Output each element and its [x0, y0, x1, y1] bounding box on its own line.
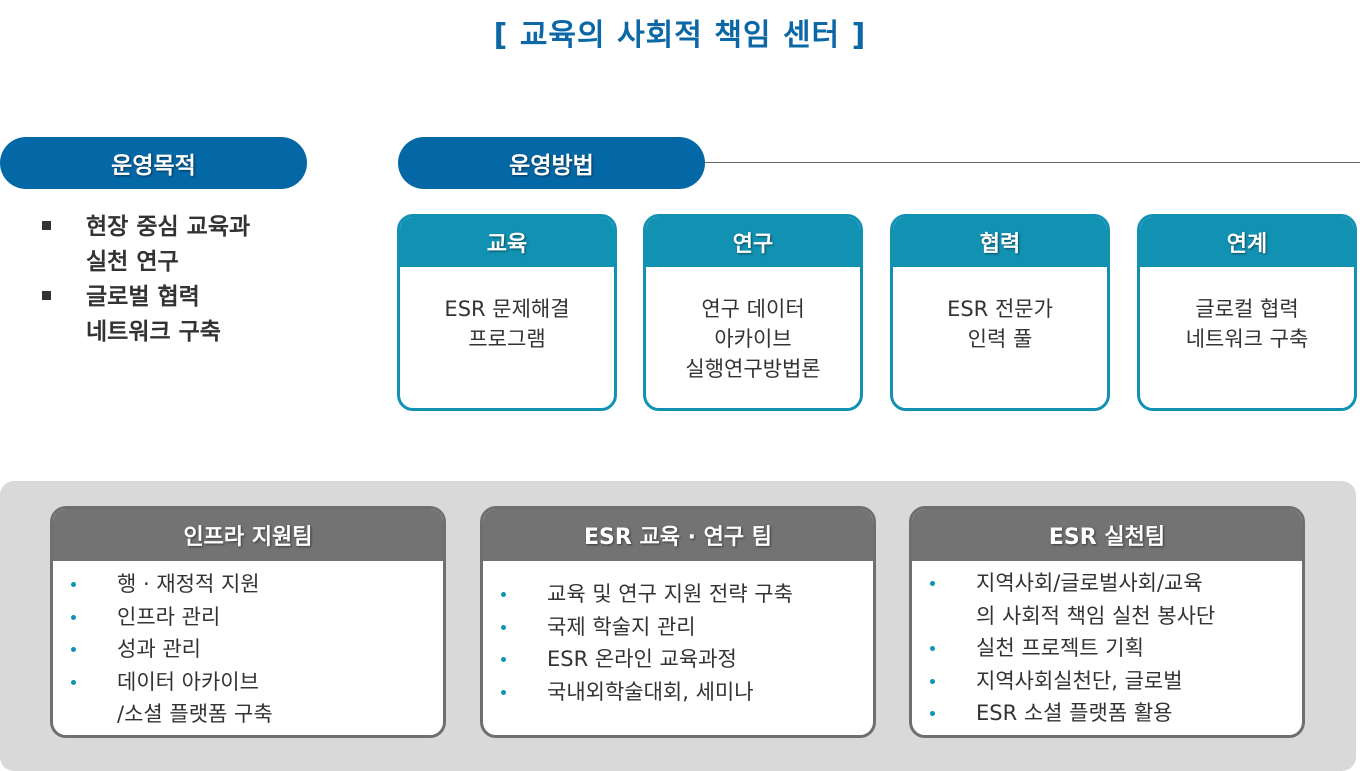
team-infra: 인프라 지원팀 행 · 재정적 지원 인프라 관리 성과 관리 데이터 아카이브… [50, 506, 446, 738]
method-card-cooperation: 협력 ESR 전문가 인력 풀 [890, 214, 1110, 411]
list-item: 성과 관리 [71, 633, 443, 666]
card-body: 글로컬 협력 네트워크 구축 [1185, 297, 1309, 351]
team-practice: ESR 실천팀 지역사회/글로벌사회/교육 의 사회적 책임 실천 봉사단 실천… [909, 506, 1305, 738]
team-title: 인프라 지원팀 [53, 509, 443, 561]
card-body: 연구 데이터 아카이브 실행연구방법론 [685, 297, 821, 381]
list-item: 현장 중심 교육과 실천 연구 [38, 210, 250, 280]
list-item: 국제 학술지 관리 [501, 611, 873, 644]
list-item: ESR 온라인 교육과정 [501, 643, 873, 676]
list-item: 지역사회실천단, 글로벌 [930, 665, 1302, 698]
list-item: 교육 및 연구 지원 전략 구축 [501, 578, 873, 611]
method-header: 운영방법 [398, 137, 705, 189]
list-item: 글로벌 협력 네트워크 구축 [38, 280, 250, 350]
list-item: 데이터 아카이브 /소셜 플랫폼 구축 [71, 666, 443, 731]
divider-line [700, 162, 1360, 163]
card-title: 연계 [1140, 217, 1354, 267]
card-body: ESR 전문가 인력 풀 [947, 297, 1053, 351]
list-item: ESR 소셜 플랫폼 활용 [930, 697, 1302, 730]
card-title: 협력 [893, 217, 1107, 267]
list-item: 국내외학술대회, 세미나 [501, 676, 873, 709]
page-title: [ 교육의 사회적 책임 센터 ] [493, 18, 867, 53]
purpose-list: 현장 중심 교육과 실천 연구 글로벌 협력 네트워크 구축 [38, 210, 250, 350]
method-card-education: 교육 ESR 문제해결 프로그램 [397, 214, 617, 411]
list-item: 인프라 관리 [71, 601, 443, 634]
list-item: 행 · 재정적 지원 [71, 568, 443, 601]
list-item: 지역사회/글로벌사회/교육 의 사회적 책임 실천 봉사단 [930, 567, 1302, 632]
team-education-research: ESR 교육 · 연구 팀 교육 및 연구 지원 전략 구축 국제 학술지 관리… [480, 506, 876, 738]
list-item: 실천 프로젝트 기획 [930, 632, 1302, 665]
card-body: ESR 문제해결 프로그램 [444, 297, 570, 351]
card-title: 연구 [646, 217, 860, 267]
team-title: ESR 교육 · 연구 팀 [483, 509, 873, 561]
purpose-header: 운영목적 [0, 137, 307, 189]
card-title: 교육 [400, 217, 614, 267]
team-title: ESR 실천팀 [912, 509, 1302, 561]
